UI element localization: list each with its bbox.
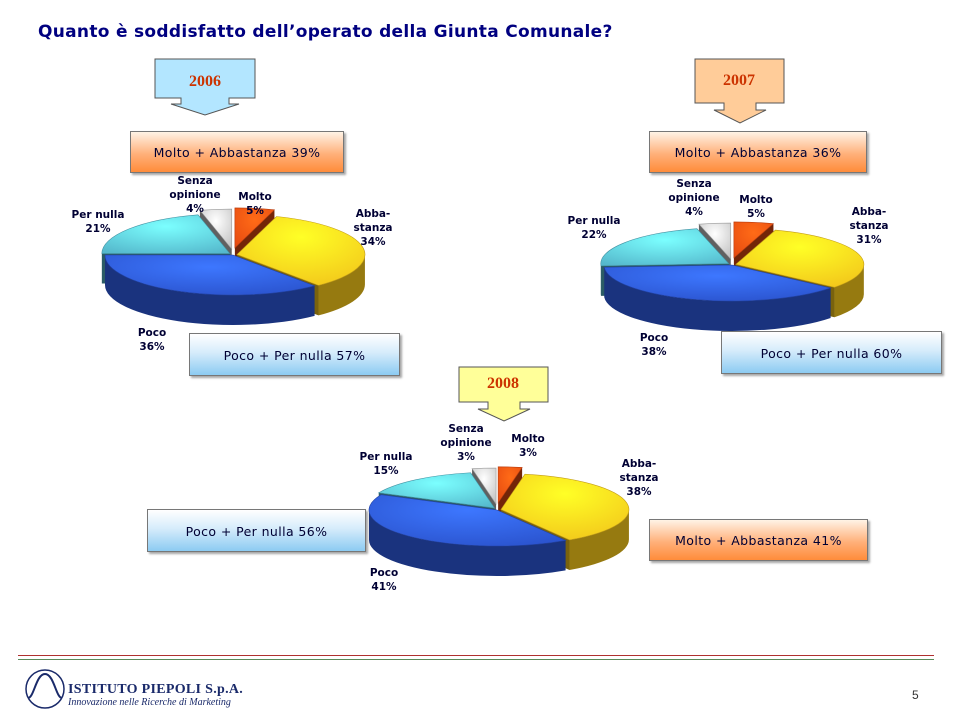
page-number: 5 (912, 688, 919, 702)
pie-slice-side-abbastanza (318, 254, 365, 316)
summary-negative-2008: Poco + Per nulla 56% (147, 509, 366, 552)
year-label-2007: 2007 (723, 72, 755, 89)
year-label-2006: 2006 (189, 73, 221, 90)
company-name: ISTITUTO PIEPOLI S.p.A. (68, 682, 244, 697)
summary-positive-2007: Molto + Abbastanza 36% (649, 131, 867, 173)
pie-slice-molto (497, 466, 523, 504)
pie-chart-2008 (368, 466, 630, 576)
pie-chart-2007 (600, 221, 865, 331)
page-title: Quanto è soddisfatto dell’operato della … (38, 22, 613, 42)
summary-negative-2006: Poco + Per nulla 57% (189, 333, 400, 376)
pie-slice-side-poco (369, 510, 566, 576)
pie-slice-molto (234, 207, 276, 249)
year-label-2008: 2008 (487, 375, 519, 392)
summary-negative-2007: Poco + Per nulla 60% (721, 331, 942, 374)
footer-divider-green (18, 659, 934, 660)
pie-chart-2006 (101, 207, 366, 325)
year-2008-arrow-box (458, 366, 549, 422)
year-2008-arrow-shape (458, 366, 549, 422)
pie-slice-side-poco (604, 267, 831, 331)
pie-slice-side-abbastanza (834, 264, 864, 318)
year-2006-arrow-shape (154, 58, 256, 116)
pie-slice-abbastanza (735, 229, 865, 288)
year-2006-arrow-box (154, 58, 256, 116)
pie-slice-molto (733, 221, 775, 259)
year-2007-arrow-box (694, 58, 785, 124)
summary-positive-2006: Molto + Abbastanza 39% (130, 131, 344, 173)
year-2007-arrow-shape (694, 58, 785, 124)
pie-slice-abbastanza (236, 216, 366, 286)
pie-slice-senza-opinione (698, 222, 732, 260)
pie-slice-side-poco (105, 255, 315, 325)
pie-slice-poco (603, 264, 832, 302)
pie-slice-senza-opinione (471, 467, 497, 506)
company-tagline: Innovazione nelle Ricerche di Marketing (68, 697, 231, 708)
pie-slice-poco (368, 494, 567, 547)
pie-slice-per-nulla (600, 228, 730, 267)
pie-slice-per-nulla (377, 472, 496, 509)
company-logo-icon (25, 669, 65, 709)
footer-divider-red (18, 655, 934, 656)
summary-positive-2008: Molto + Abbastanza 41% (649, 519, 868, 561)
pie-slice-senza-opinione (199, 208, 233, 250)
pie-slice-poco (104, 254, 316, 296)
pie-slice-per-nulla (101, 214, 231, 254)
pie-slice-side-abbastanza (569, 509, 629, 570)
pie-slice-abbastanza (500, 473, 630, 541)
